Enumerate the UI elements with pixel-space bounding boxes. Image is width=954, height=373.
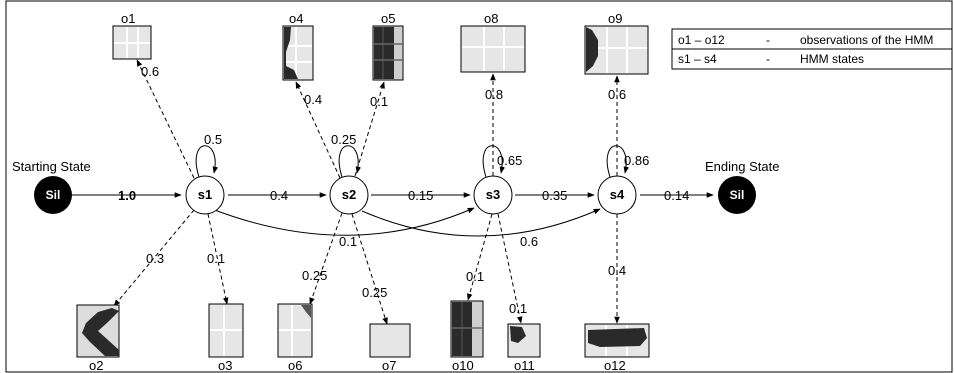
edge-s1-s3: [211, 207, 475, 236]
emission-s2-o6: [309, 212, 343, 305]
observation-label: o5: [381, 11, 395, 26]
observation-o11: o11: [507, 323, 541, 373]
observation-image: [369, 323, 411, 358]
observation-label: o8: [484, 11, 498, 26]
prob-emission-o11: 0.1: [509, 301, 527, 316]
prob-s1-s2: 0.4: [270, 188, 288, 203]
prob-emission-o10: 0.1: [466, 269, 484, 284]
edge-s2-s4: [361, 208, 601, 237]
prob-s4-self: 0.86: [624, 153, 649, 168]
prob-emission-o12: 0.4: [608, 263, 626, 278]
observation-o8: o8: [460, 11, 526, 73]
emission-s2-o5: [354, 81, 385, 177]
prob-s4-end: 0.14: [664, 188, 689, 203]
prob-start-s1: 1.0: [118, 188, 136, 203]
state-circle: [185, 175, 225, 215]
prob-emission-o6: 0.25: [302, 268, 327, 283]
prob-emission-o1: 0.6: [141, 64, 159, 79]
legend-dash-observations: -: [766, 33, 770, 47]
observation-o4: o4: [282, 11, 314, 81]
state-label: s2: [342, 187, 356, 202]
end-silence-node: Ending State Sil: [705, 159, 779, 214]
end-sil-circle: [718, 176, 756, 214]
start-silence-node: Starting State Sil: [12, 159, 91, 214]
prob-emission-o7: 0.25: [362, 285, 387, 300]
state-circle: [473, 175, 513, 215]
observation-label: o9: [608, 11, 622, 26]
emission-s1-o3: [207, 213, 229, 305]
observation-label: o7: [382, 358, 396, 373]
emission-labels: 0.6 0.3 0.1 0.4 0.1 0.25 0.25 0.8 0.1 0.…: [141, 64, 626, 316]
prob-emission-o9: 0.6: [608, 87, 626, 102]
observation-o1: o1: [112, 11, 152, 60]
observation-image: [460, 25, 526, 73]
state-label: s4: [610, 187, 625, 202]
observation-label: o10: [452, 358, 474, 373]
legend-desc-states: HMM states: [800, 52, 864, 66]
observation-o7: o7: [369, 323, 411, 373]
state-label: s1: [198, 187, 212, 202]
observation-label: o1: [121, 11, 135, 26]
prob-s3-self: 0.65: [497, 153, 522, 168]
prob-emission-o8: 0.8: [485, 87, 503, 102]
prob-s2-s3: 0.15: [408, 188, 433, 203]
legend: o1 – o12 - observations of the HMM s1 – …: [671, 28, 953, 70]
start-sil-label: Sil: [46, 188, 61, 202]
emission-s1-o1: [136, 59, 195, 179]
emission-s2-o7: [351, 213, 388, 325]
observation-label: o6: [288, 358, 302, 373]
observation-o12: o12: [584, 323, 650, 373]
state-circle: [597, 175, 637, 215]
emission-s3-o11: [497, 213, 523, 324]
end-caption: Ending State: [705, 159, 779, 174]
prob-emission-o4: 0.4: [304, 92, 322, 107]
prob-emission-o3: 0.1: [207, 251, 225, 266]
diagram-frame: [5, 0, 953, 373]
state-s4: s4: [597, 175, 637, 215]
self-loop-s1: [195, 145, 219, 178]
state-label: s3: [486, 187, 500, 202]
prob-emission-o2: 0.3: [146, 251, 164, 266]
observation-o5: o5: [372, 11, 404, 81]
observation-label: o3: [218, 358, 232, 373]
start-caption: Starting State: [12, 159, 91, 174]
observation-o9: o9: [584, 11, 649, 75]
end-sil-label: Sil: [730, 188, 745, 202]
emission-edges: [113, 59, 620, 325]
state-s1: s1: [185, 175, 225, 215]
observation-label: o2: [89, 358, 103, 373]
observation-label: o4: [289, 11, 303, 26]
observation-o3: o3: [208, 303, 244, 373]
legend-dash-states: -: [766, 52, 770, 66]
prob-s3-s4: 0.35: [542, 188, 567, 203]
transition-edges: [72, 145, 714, 237]
emission-s2-o4: [295, 81, 341, 179]
prob-emission-o5: 0.1: [370, 94, 388, 109]
state-circle: [329, 175, 369, 215]
emission-s3-o10: [466, 213, 493, 301]
observation-tiles: o1 o4 o5 o8: [76, 11, 650, 373]
observation-o2: o2: [76, 304, 120, 373]
observation-label: o11: [514, 358, 535, 373]
self-loop-s3: [482, 145, 506, 178]
observation-o6: o6: [277, 303, 313, 373]
transition-labels: 1.0 0.5 0.25 0.65 0.86 0.4 0.15 0.35 0.1…: [118, 132, 689, 249]
legend-term-observations: o1 – o12: [678, 33, 725, 47]
prob-s2-s4: 0.6: [520, 234, 538, 249]
prob-s2-self: 0.25: [331, 132, 356, 147]
legend-desc-observations: observations of the HMM: [800, 33, 933, 47]
prob-s1-s3: 0.1: [339, 234, 357, 249]
self-loop-s4: [606, 145, 630, 178]
state-s3: s3: [473, 175, 513, 215]
self-loop-s2: [338, 145, 362, 178]
observation-o10: o10: [450, 300, 484, 373]
state-s2: s2: [329, 175, 369, 215]
start-sil-circle: [34, 176, 72, 214]
legend-term-states: s1 – s4: [678, 52, 717, 66]
observation-label: o12: [604, 358, 626, 373]
prob-s1-self: 0.5: [204, 132, 222, 147]
